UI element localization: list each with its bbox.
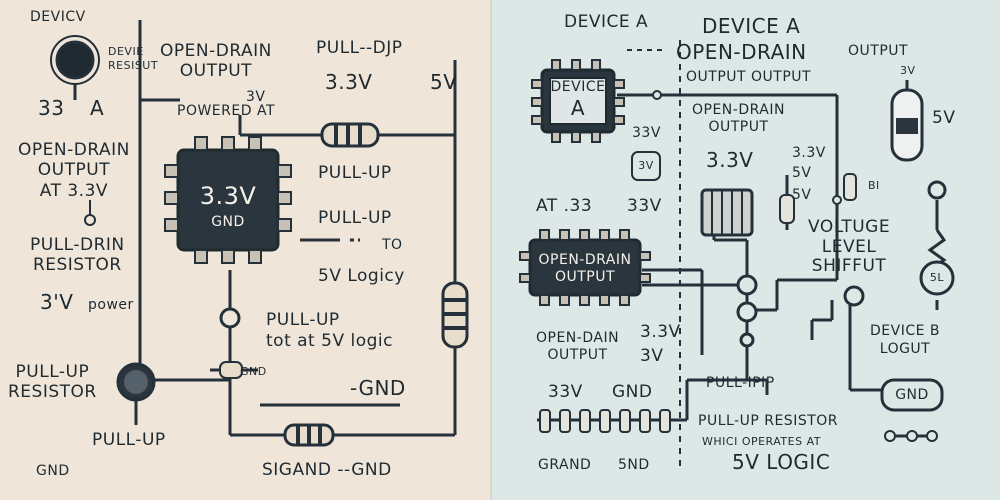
three-v-power-word-label: power: [88, 297, 134, 313]
open-drain-chip-icon: [519, 229, 651, 306]
gnd-resistor-icon: [219, 361, 243, 379]
chip-open-drain-label: OPEN-DRAIN OUTPUT: [538, 252, 632, 285]
level-shifter-component-icon: [700, 188, 754, 237]
gnd-box-icon: [880, 378, 944, 412]
three-v-power-num-label: 3'V: [40, 290, 74, 314]
device-a-label-1: DEVICE A: [564, 12, 649, 32]
powered-3v-label: 3V: [246, 89, 266, 105]
output-output-label: OUTPUT OUTPUT: [686, 69, 812, 85]
v33-b-label: 3.3V: [792, 145, 826, 161]
pull-drin-resistor-label: PULL-DRIN RESISTOR: [30, 235, 125, 276]
node-icon: [219, 307, 241, 329]
bi-resistor-icon: [843, 173, 857, 201]
pull-up-2-label: PULL-UP: [318, 208, 392, 228]
gnd-box-label: GND: [895, 387, 929, 403]
chip-gnd-label: GND: [211, 214, 245, 230]
left-circuit-wires: [50, 20, 469, 447]
pull-ipip-label: PULL-IPIP: [706, 375, 775, 391]
voltage-shift-label: VOLTUGE LEVEL SHIFFUT: [808, 217, 891, 277]
right-circuit-wires: [519, 40, 955, 470]
five-l-label: 5L: [929, 271, 945, 284]
open-drain-at-33-label: OPEN-DRAIN OUTPUT AT 3.3V: [18, 140, 130, 201]
right-schematic-panel: DEVICE A DEVICE A OPEN-DRAIN OUTPUT 3V D…: [492, 0, 1000, 500]
chip-a-label: A: [570, 96, 586, 120]
device-b-label: DEVICE B LOGUT: [870, 323, 941, 358]
device-a-chip-icon: [531, 59, 625, 143]
gnd-e-label: GND: [612, 382, 653, 402]
letter-a-label: A: [90, 96, 105, 120]
open-dain-output-label: OPEN-DAIN OUTPUT: [536, 330, 620, 363]
open-drain-output-label: OPEN-DRAIN OUTPUT: [160, 41, 272, 81]
five-v-right-label: 5V: [932, 108, 956, 128]
five-l-circle-icon: [919, 260, 955, 296]
resistor-array-icon: [539, 409, 671, 433]
right-resistor-icon: [441, 281, 469, 349]
five-nd-label: 5ND: [618, 457, 650, 473]
v33-big-label: 3.3V: [706, 148, 754, 172]
small-resistor-icon: [779, 194, 795, 224]
pull-up-resistor-label: PULL-UP RESISTOR: [8, 362, 97, 403]
open-drain-title-label: OPEN-DRAIN: [676, 40, 807, 64]
pull-up-bottom-label: PULL-UP: [92, 430, 166, 450]
open-drain-output-label: OPEN-DRAIN OUTPUT: [692, 102, 785, 135]
sigand-gnd-label: SIGAND --GND: [262, 460, 392, 480]
which-operates-label: WHICI OPERATES AT: [702, 435, 821, 448]
pull-up-tot-label: PULL-UP tot at 5V logic: [266, 310, 393, 352]
gnd-small-label: GND: [240, 365, 267, 378]
bottom-resistor-icon: [283, 423, 335, 447]
top-terminal-icon: [55, 40, 95, 80]
num-33-label: 33: [38, 96, 65, 120]
v33-top-label: 3.3V: [325, 70, 373, 94]
device-a-label-2: DEVICE A: [702, 14, 801, 38]
pull-up-top-label: PULL--DJP: [316, 38, 403, 58]
gnd-bottom-label: GND: [36, 463, 70, 479]
five-v-logic-label: 5V LOGIC: [732, 450, 831, 474]
v3-d-label: 3V: [640, 346, 664, 366]
v33-e-label: 33V: [548, 382, 583, 402]
device-label: DEVICV: [30, 9, 86, 25]
left-chip-icon: [164, 136, 292, 264]
output-title-label: OUTPUT: [848, 43, 909, 59]
sensor-icon: [890, 88, 924, 162]
pull-up-resistor-label: PULL-UP RESISTOR: [698, 413, 839, 429]
small-node-icon: [84, 214, 96, 226]
chip-device-label: DEVICE: [550, 79, 606, 95]
five-v-2-label: 5V: [792, 187, 812, 203]
five-v-logicy-label: 5V Logicy: [318, 266, 405, 286]
v5-top-label: 5V: [430, 70, 458, 94]
to-label: TO: [382, 237, 403, 253]
v33-a-label: 33V: [632, 125, 661, 141]
terminal-icon: [927, 180, 947, 200]
three-v-box-label: 3V: [638, 159, 654, 172]
v33-c-label: 33V: [627, 196, 662, 216]
three-v-box-icon: [631, 151, 661, 181]
gnd-right-label: -GND: [350, 376, 406, 400]
pull-up-1-label: PULL-UP: [318, 163, 392, 183]
at-33-label: AT .33: [536, 196, 593, 216]
grand-label: GRAND: [538, 457, 592, 473]
top-resistor-icon: [320, 122, 380, 148]
v-small-label: 3V: [900, 64, 916, 77]
bi-label: BI: [868, 179, 880, 192]
v33-d-label: 3.3V: [640, 322, 681, 342]
node-column-icon: [736, 274, 865, 348]
left-schematic-panel: DEVICV DEVIE RESISUT OPEN-DRAIN OUTPUT P…: [0, 0, 492, 500]
powered-at-label: POWERED AT: [177, 103, 275, 119]
five-v-1-label: 5V: [792, 165, 812, 181]
chip-voltage-label: 3.3V: [199, 182, 257, 210]
device-resist-label: DEVIE RESISUT: [108, 45, 159, 73]
